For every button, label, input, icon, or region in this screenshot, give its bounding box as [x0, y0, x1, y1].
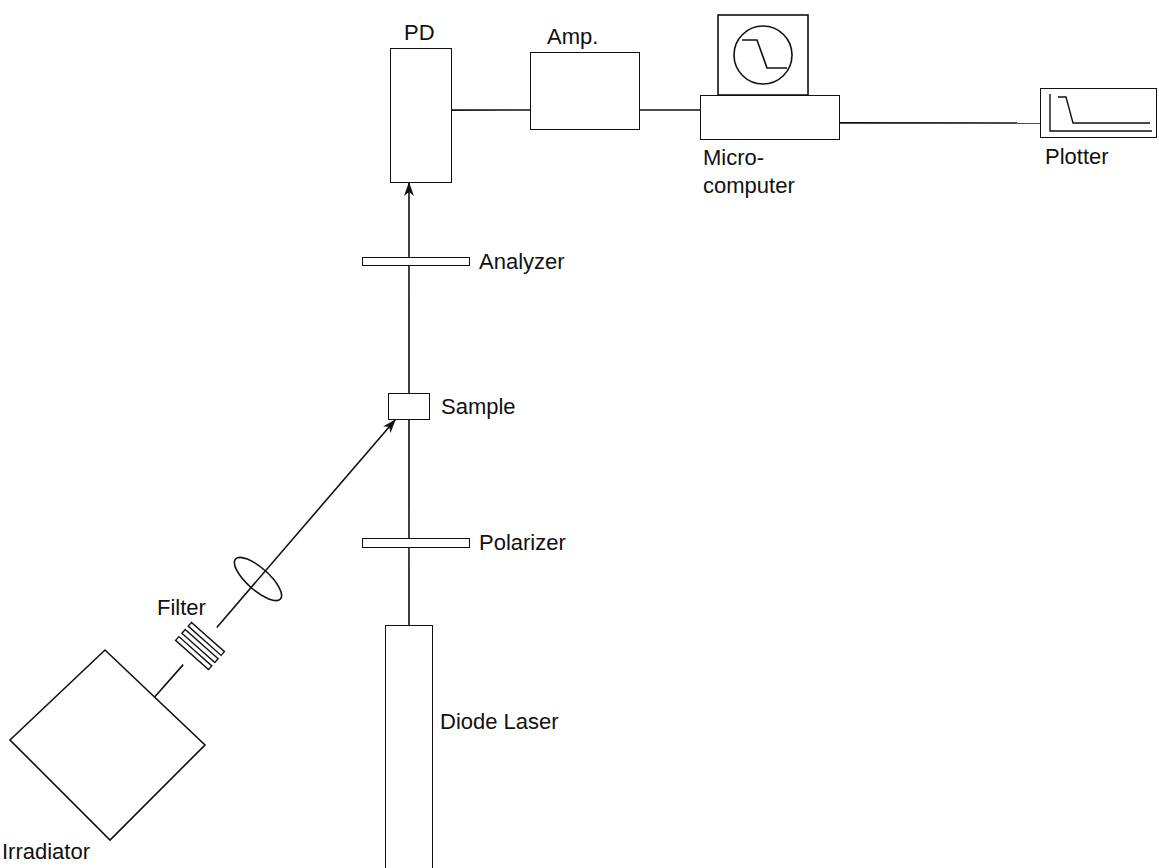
sample-box: Sample — [388, 393, 430, 420]
part-label: Irradiator — [2, 838, 90, 866]
polarizer-plate: Polarizer — [362, 538, 470, 548]
part-label: Sample — [441, 393, 516, 421]
part-label: PD — [404, 19, 435, 47]
connector — [840, 122, 1040, 124]
connector — [452, 109, 530, 111]
part-label: Polarizer — [479, 529, 566, 557]
plotter-box: Plotter — [1040, 88, 1157, 138]
part-label: Diode Laser — [440, 708, 559, 736]
computer-base: Micro- computer — [700, 95, 840, 140]
filter-plates-outline — [170, 616, 230, 676]
monitor-display — [734, 26, 792, 84]
part-label: Amp. — [547, 23, 598, 51]
plotter-axes — [1050, 94, 1152, 131]
irradiator-housing-outline — [5, 645, 210, 845]
amplifier-box: Amp. — [530, 52, 640, 130]
photodiode-box: PD — [390, 48, 452, 183]
connector — [640, 109, 700, 111]
connector — [408, 266, 410, 393]
plotter-trace — [1058, 97, 1150, 123]
analyzer-plate: Analyzer — [362, 257, 470, 266]
part-label: Micro- computer — [703, 144, 815, 200]
part-label: Plotter — [1045, 143, 1109, 171]
part-label: Filter — [157, 594, 206, 622]
lens — [228, 551, 287, 607]
part-label: Analyzer — [479, 248, 565, 276]
monitor-trace — [742, 40, 787, 68]
connector — [408, 183, 410, 257]
connector — [217, 420, 395, 627]
monitor-screen — [718, 15, 808, 95]
connector — [155, 665, 184, 697]
filter-plates: Filter — [170, 616, 230, 676]
connector — [408, 420, 410, 538]
connector — [408, 548, 410, 625]
diode-laser-box: Diode Laser — [385, 625, 433, 868]
irradiator-housing: Irradiator — [5, 645, 210, 845]
